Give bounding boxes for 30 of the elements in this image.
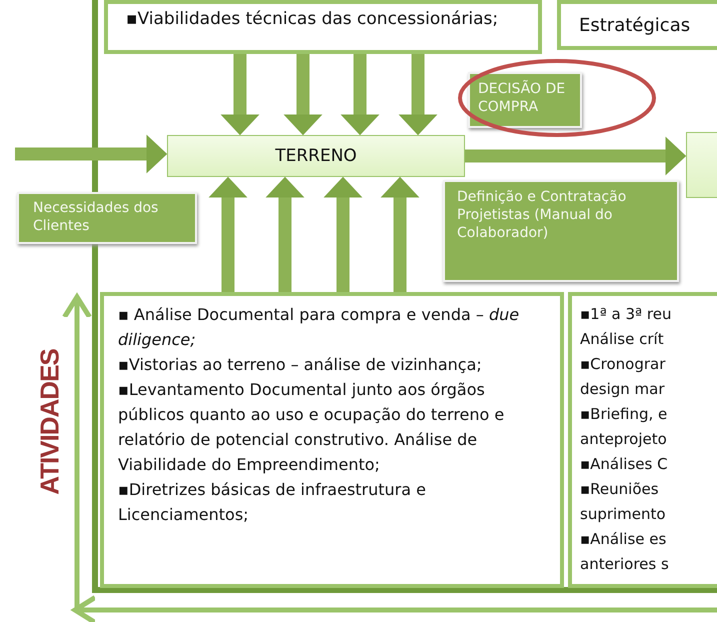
activity-box xyxy=(100,292,564,588)
axis-label: ATIVIDADES xyxy=(34,349,66,495)
bullet-text: ▪Diretrizes básicas de infraestrutura e Licenciamentos; xyxy=(118,479,427,526)
block-arrow xyxy=(340,54,380,136)
bullet-text: ▪Análise es anteriores s xyxy=(580,529,670,575)
block-arrow xyxy=(380,176,420,292)
bullet-text: ▪Levantamento Documental junto aos órgãos públicos quanto ao uso e ocupação do terreno e relatório de potencial construtivo. Análise de Viabilidade do Empreendimento; xyxy=(118,379,506,476)
block-arrow xyxy=(15,134,168,174)
activity-box xyxy=(568,292,717,588)
bullet-text: ▪Briefing, e anteprojeto xyxy=(580,404,668,450)
stage-box: TERRENO xyxy=(167,135,465,177)
block-arrow xyxy=(324,176,362,292)
block-arrow xyxy=(398,54,438,136)
bullet-text: ▪Vistorias ao terreno – análise de vizinhança; xyxy=(118,354,483,376)
bullet-text: ▪1ª a 3ª reu Análise crít xyxy=(580,304,672,350)
block-arrow xyxy=(220,54,260,136)
bullet-text: ▪ Análise Documental para compra e venda – due diligence; xyxy=(118,304,520,351)
input-box: Necessidades dos Clientes xyxy=(17,192,197,244)
bullet-text: ▪Cronograr design mar xyxy=(580,354,666,400)
text-box: Estratégicas xyxy=(557,0,717,50)
block-arrow xyxy=(208,176,248,292)
block-arrow xyxy=(266,176,304,292)
block-arrow xyxy=(284,54,322,136)
block-arrow xyxy=(465,136,686,176)
process-box: Definição e Contratação Projetistas (Manual do Colaborador) xyxy=(443,180,679,282)
bullet-text: ▪Análises C xyxy=(580,454,669,475)
bullet-text: ▪Reuniões suprimento xyxy=(580,479,667,525)
decision-box: DECISÃO DE COMPRA xyxy=(468,72,582,128)
text-box: ▪Viabilidades técnicas das concessionárias; xyxy=(104,0,542,54)
stage-box xyxy=(686,132,717,198)
